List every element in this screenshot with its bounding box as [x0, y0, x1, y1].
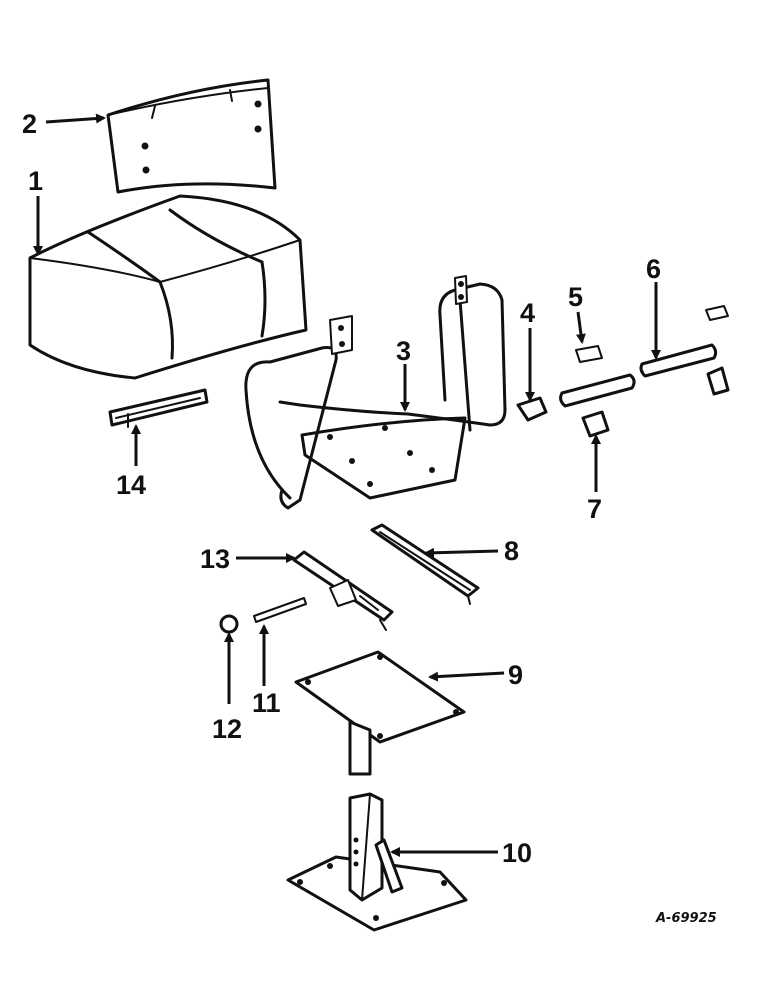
callout-8: 8	[504, 536, 519, 566]
callout-10: 10	[502, 838, 532, 868]
part-slide-rail-left	[108, 388, 209, 428]
callout-12: 12	[212, 714, 242, 744]
callout-7: 7	[587, 494, 602, 524]
leader-lines	[33, 113, 661, 857]
part-latch-slide	[292, 550, 394, 631]
callout-3: 3	[396, 336, 411, 366]
callout-1: 1	[28, 166, 43, 196]
leader-2	[45, 113, 106, 124]
callout-14: 14	[116, 470, 146, 500]
callout-6: 6	[646, 254, 661, 284]
part-tubes	[559, 305, 730, 408]
part-spring-clip	[516, 396, 548, 422]
part-knob	[219, 614, 239, 634]
part-seat-cushion	[28, 194, 308, 380]
leader-8	[424, 547, 499, 558]
callout-13: 13	[200, 544, 230, 574]
leader-9	[428, 671, 505, 682]
part-back-rest	[106, 78, 277, 194]
callout-5: 5	[568, 282, 583, 312]
part-clamp	[581, 410, 610, 438]
part-base	[286, 792, 468, 932]
callout-11: 11	[252, 688, 281, 718]
leader-5	[575, 311, 586, 344]
part-slide-rail-right	[370, 523, 480, 605]
part-pin	[253, 597, 307, 623]
callout-4: 4	[520, 298, 535, 328]
part-small-plate	[575, 345, 603, 363]
callout-labels: 2 1 3 4 5 6 7 8 9 10 11 12 13 14	[22, 109, 661, 868]
callout-9: 9	[508, 660, 523, 690]
callout-2: 2	[22, 109, 37, 139]
drawing-number: A-69925	[655, 911, 717, 926]
part-support-plate	[294, 650, 466, 776]
part-seat-frame	[244, 275, 507, 510]
